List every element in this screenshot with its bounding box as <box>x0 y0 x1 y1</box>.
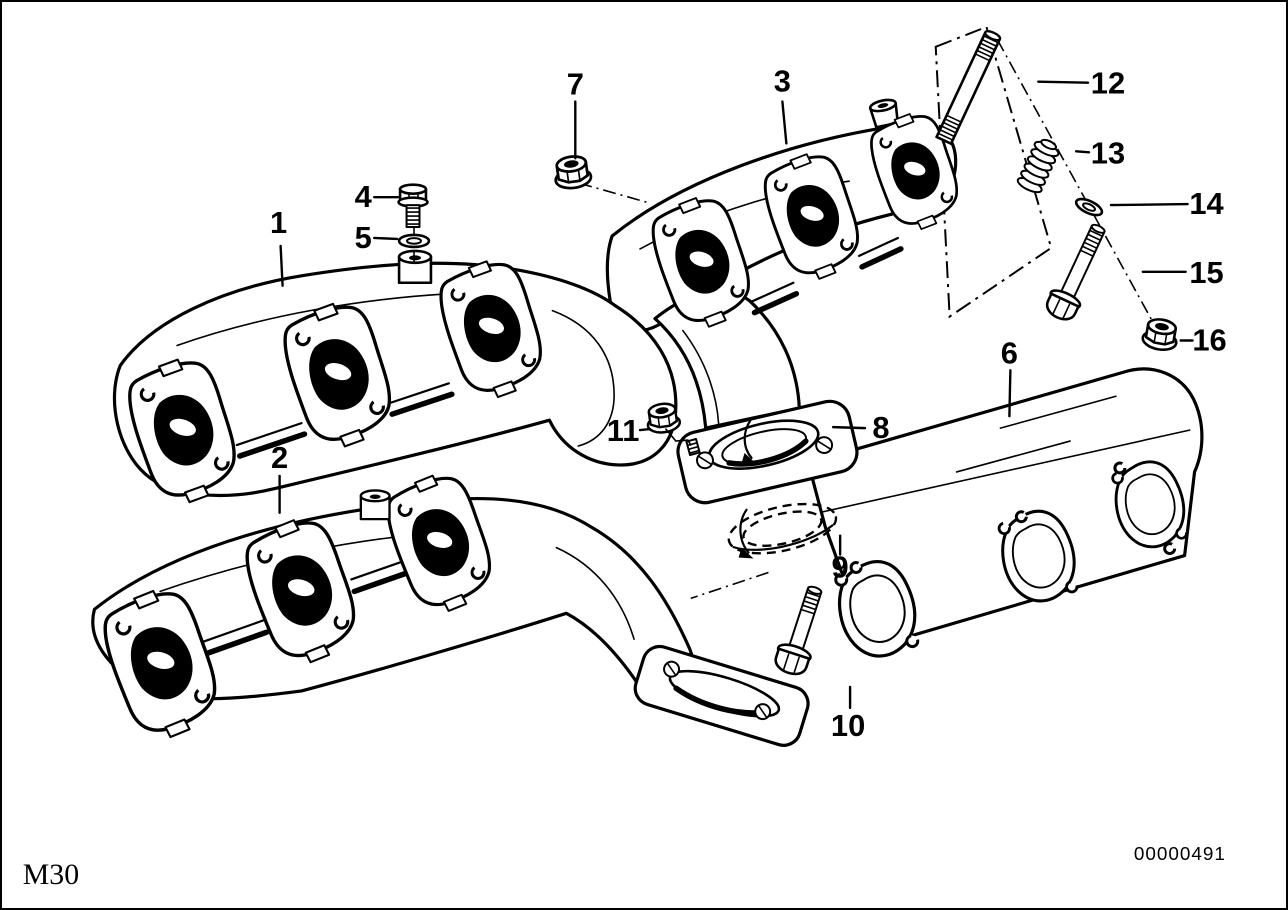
callout-13-label[interactable]: 13 <box>1091 135 1125 170</box>
callout-10-label[interactable]: 10 <box>831 708 865 743</box>
mounting-plane-outline <box>934 25 1053 319</box>
callout-13[interactable]: 13 <box>1074 135 1125 170</box>
manifold-lower-drawing <box>91 465 810 749</box>
washer-14 <box>1074 197 1104 217</box>
callouts: 1 2 3 4 5 6 7 8 <box>270 64 1227 743</box>
manifold-bolt-boss <box>359 489 391 521</box>
callout-7[interactable]: 7 <box>567 67 584 160</box>
callout-15[interactable]: 15 <box>1141 255 1224 290</box>
callout-4[interactable]: 4 <box>355 179 400 214</box>
lower-outlet-flange <box>633 644 810 747</box>
callout-10[interactable]: 10 <box>831 685 865 743</box>
callout-15-label[interactable]: 15 <box>1189 255 1223 290</box>
manifold-bolt-boss <box>397 249 433 285</box>
flow-arrow <box>738 508 754 559</box>
flow-arrow <box>741 419 757 464</box>
callout-3[interactable]: 3 <box>774 64 791 145</box>
callout-7-label[interactable]: 7 <box>567 67 584 102</box>
nut-position-line <box>579 182 651 204</box>
washer-5 <box>397 233 431 249</box>
callout-2-label[interactable]: 2 <box>271 440 288 475</box>
engine-code: M30 <box>23 858 79 891</box>
image-number: 00000491 <box>1134 844 1226 865</box>
callout-5[interactable]: 5 <box>355 220 399 255</box>
stud-12 <box>935 30 1002 145</box>
hex-nut-7 <box>551 152 594 192</box>
callout-6[interactable]: 6 <box>1001 335 1018 418</box>
callout-1-label[interactable]: 1 <box>270 205 287 240</box>
callout-6-label[interactable]: 6 <box>1001 335 1018 370</box>
callout-16-label[interactable]: 16 <box>1192 322 1226 357</box>
callout-12-label[interactable]: 12 <box>1091 66 1125 101</box>
callout-1[interactable]: 1 <box>270 205 287 287</box>
callout-9-label[interactable]: 9 <box>832 549 849 584</box>
manifold-rear-drawing <box>605 98 967 430</box>
hex-bolt-10 <box>774 585 823 676</box>
callout-8-label[interactable]: 8 <box>872 410 889 445</box>
ring-position-line <box>690 571 769 600</box>
callout-11-label[interactable]: 11 <box>607 413 640 448</box>
callout-4-label[interactable]: 4 <box>355 179 372 214</box>
manifold-front-drawing <box>112 249 678 513</box>
callout-14[interactable]: 14 <box>1109 186 1224 221</box>
callout-5-label[interactable]: 5 <box>355 220 372 255</box>
callout-9[interactable]: 9 <box>832 534 849 585</box>
hex-bolt-15 <box>1045 223 1106 321</box>
callout-8[interactable]: 8 <box>831 410 890 445</box>
callout-14-label[interactable]: 14 <box>1189 186 1223 221</box>
fastener-axis-line <box>996 39 1161 335</box>
callout-2[interactable]: 2 <box>271 440 288 514</box>
hex-nut-16 <box>1139 315 1182 354</box>
callout-16[interactable]: 16 <box>1179 322 1227 357</box>
heat-shield-drawing <box>806 367 1204 666</box>
hex-bolt-4 <box>397 183 429 229</box>
callout-11[interactable]: 11 <box>607 413 652 448</box>
spring-sleeve-13 <box>1016 138 1060 194</box>
nut-11-link-line <box>665 428 692 446</box>
callout-3-label[interactable]: 3 <box>774 64 791 99</box>
downpipe-flange-drawing <box>676 399 859 505</box>
callout-12[interactable]: 12 <box>1037 66 1125 101</box>
